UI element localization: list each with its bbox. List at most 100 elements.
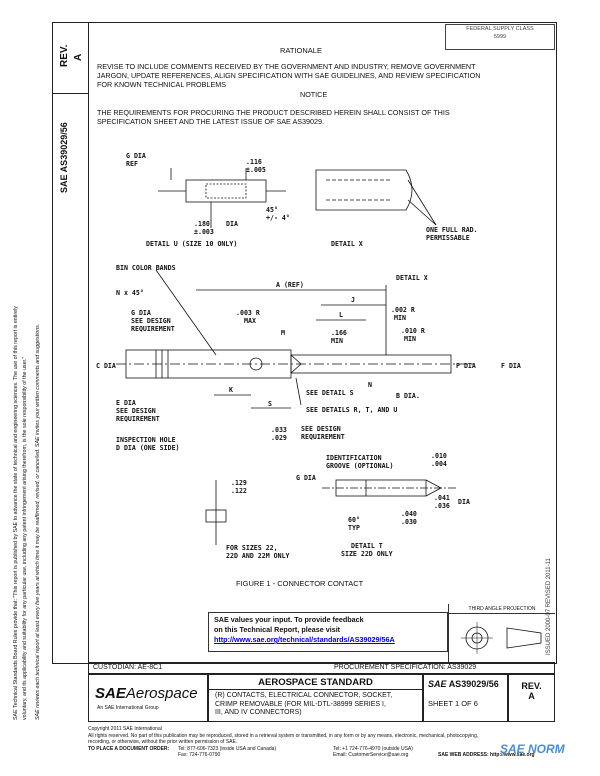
legal-line-3: SAE reviews each technical report at lea… (35, 323, 41, 720)
side-revision-column: REV. A SAE AS39029/56 (52, 22, 89, 664)
sae-logo-tag: An SAE International Group (97, 705, 159, 711)
notice-line-1: THE REQUIREMENTS FOR PROCURING THE PRODU… (97, 108, 450, 117)
label-max: MAX (244, 317, 256, 325)
label-010r: .010 R (401, 327, 425, 335)
figure-caption: FIGURE 1 - CONNECTOR CONTACT (236, 579, 364, 588)
document-frame (88, 22, 557, 664)
sae-logo-sub: Aerospace (125, 685, 198, 702)
detail-x-leader-2 (407, 199, 437, 226)
feedback-link[interactable]: http://www.sae.org/technical/standards/A… (214, 635, 395, 644)
label-inspection-hole: INSPECTION HOLE (116, 436, 176, 444)
rev-label: REV. (521, 681, 542, 691)
projection-symbol (461, 622, 542, 654)
desc-line-2: CRIMP REMOVABLE (FOR MIL-DTL-38999 SERIE… (215, 700, 386, 708)
copyright: Copyright 2011 SAE International (88, 726, 162, 732)
label-g-dia-ref: G DIA (126, 152, 146, 160)
label-j: J (351, 296, 355, 304)
label-l: L (339, 311, 343, 319)
legal-line-1: SAE Technical Standards Board Rules prov… (13, 306, 19, 720)
desc-line-1: (R) CONTACTS, ELECTRICAL CONNECTOR, SOCK… (215, 692, 393, 699)
label-bin-color-bands: BIN COLOR BANDS (116, 264, 176, 272)
label-see-details-rtu: SEE DETAILS R, T, AND U (306, 406, 397, 414)
side-rev-label: REV. (59, 44, 70, 67)
label-029: .029 (271, 434, 287, 442)
label-for-sizes: FOR SIZES 22, (226, 544, 278, 552)
order-fax: Fax: 724-776-0790 (178, 752, 221, 758)
label-requirement2: REQUIREMENT (116, 415, 160, 423)
standard-title: AEROSPACE STANDARD (209, 677, 422, 690)
projection-block: THIRD ANGLE PROJECTION (448, 604, 555, 662)
caption-detail-t-size: SIZE 22D ONLY (341, 550, 393, 558)
label-permissable: PERMISSABLE (426, 234, 470, 242)
label-min2: MIN (394, 314, 406, 322)
label-see-design3: SEE DESIGN (301, 425, 341, 433)
feedback-line-2: on this Technical Report, please visit (214, 625, 341, 634)
rights: All rights reserved. No part of this pub… (88, 732, 479, 739)
projection-cone (506, 627, 542, 649)
order-email[interactable]: Email: CustomerService@sae.org (333, 752, 409, 758)
standard-title-cell: AEROSPACE STANDARD (R) CONTACTS, ELECTRI… (208, 674, 423, 722)
doc-number-row: SAE AS39029/56 (428, 679, 499, 689)
rationale-line-2: JARGON, UPDATE REFERENCES, ALIGN SPECIFI… (97, 71, 481, 80)
rationale-line-1: REVISE TO INCLUDE COMMENTS RECEIVED BY T… (97, 62, 476, 71)
label-m: M (281, 329, 285, 337)
label-requirement: REQUIREMENT (131, 325, 175, 333)
order-tel: Tel: 877-606-7323 (inside USA and Canada… (178, 745, 277, 752)
caption-detail-t: DETAIL T (351, 542, 383, 550)
label-min: MIN (331, 337, 343, 345)
notice-text: THE REQUIREMENTS FOR PROCURING THE PRODU… (97, 108, 547, 126)
order-tel-2: Tel: +1 724-776-4970 (outside USA) (333, 745, 413, 752)
sheet-number: SHEET 1 OF 6 (428, 699, 478, 708)
label-010: .010 (431, 452, 447, 460)
footer: Copyright 2011 SAE International All rig… (88, 726, 555, 759)
label-see-detail-s: SEE DETAIL S (306, 389, 354, 397)
label-036: .036 (434, 502, 450, 510)
detail-u-bore (205, 183, 247, 199)
caption-detail-x: DETAIL X (331, 240, 363, 248)
label-002r: .002 R (391, 306, 415, 314)
label-033: .033 (271, 426, 287, 434)
label-min3: MIN (404, 335, 416, 343)
notice-title: NOTICE (300, 90, 328, 99)
side-rev-value: A (73, 53, 84, 61)
label-a-ref: A (REF) (276, 281, 304, 289)
supply-class-value: 5999 (493, 34, 507, 40)
label-requirement3: REQUIREMENT (301, 433, 345, 441)
sae-logo-cell: SAEAerospace An SAE International Group (88, 674, 208, 722)
order-web[interactable]: SAE WEB ADDRESS: http://www.sae.org (438, 752, 535, 758)
label-004: .004 (431, 460, 447, 468)
detail-x-outline (315, 169, 413, 211)
projection-label: THIRD ANGLE PROJECTION (449, 606, 555, 614)
doc-number: AS39029/56 (448, 679, 499, 689)
label-detail-x-call: DETAIL X (396, 274, 428, 282)
bin-band-leader (155, 269, 217, 356)
custodian-row: CUSTODIAN: AE-8C1 PROCUREMENT SPECIFICAT… (88, 662, 555, 674)
caption-detail-u: DETAIL U (SIZE 10 ONLY) (146, 240, 237, 248)
standard-description: (R) CONTACTS, ELECTRICAL CONNECTOR, SOCK… (209, 692, 422, 718)
side-rev-box: REV. A (53, 23, 89, 94)
label-122: .122 (231, 487, 247, 495)
label-166: .166 (331, 329, 347, 337)
label-p-dia: P DIA (456, 362, 476, 370)
order-info: TO PLACE A DOCUMENT ORDER: Tel: 877-606-… (88, 746, 555, 759)
label-see-design: SEE DESIGN (131, 317, 171, 325)
contact-shoulder (290, 354, 302, 374)
size22-body (205, 509, 227, 523)
label-003: ±.003 (194, 228, 214, 236)
rationale-line-3: FOR KNOWN TECHNICAL PROBLEMS (97, 80, 226, 89)
label-d-dia: D DIA (ONE SIDE) (116, 444, 180, 452)
label-g-dia2: G DIA (296, 474, 316, 482)
side-doc-num: AS39029/56 (59, 122, 69, 173)
label-g-dia: G DIA (131, 309, 151, 317)
issue-revision-dates: ISSUED 2000-07 REVISED 2011-11 (546, 558, 552, 655)
title-block: CUSTODIAN: AE-8C1 PROCUREMENT SPECIFICAT… (88, 662, 555, 722)
detail-x-leader-1 (407, 179, 437, 226)
label-groove-optional: GROOVE (OPTIONAL) (326, 462, 394, 470)
label-s: S (268, 400, 272, 408)
detail-s-leader (295, 377, 302, 406)
label-129: .129 (231, 479, 247, 487)
label-c-dia: C DIA (96, 362, 116, 370)
label-45: 45° (266, 206, 278, 214)
doc-logo: SAE (428, 679, 447, 689)
custodian: CUSTODIAN: AE-8C1 (93, 664, 163, 671)
